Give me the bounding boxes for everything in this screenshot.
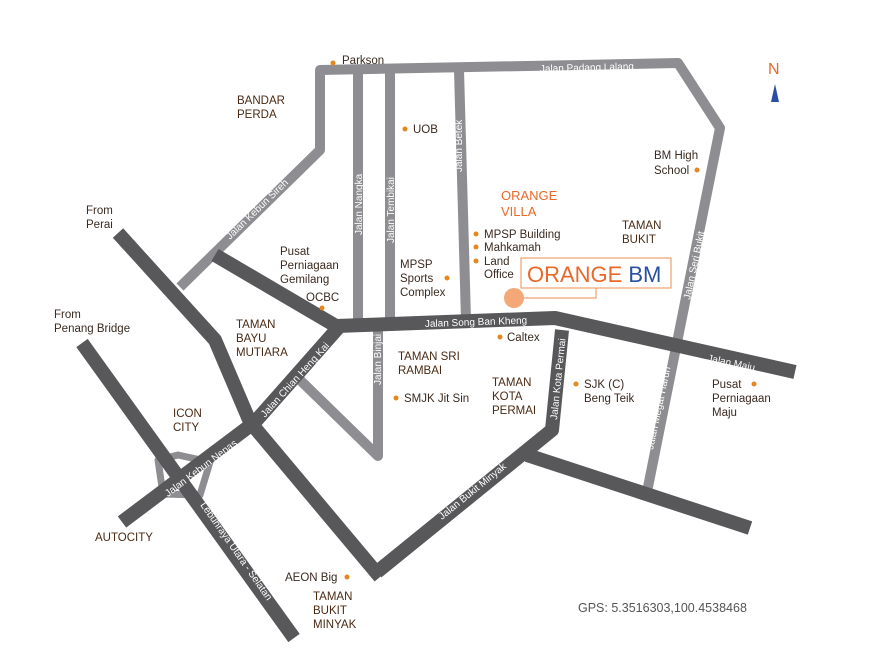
place-uob: UOB (413, 124, 438, 136)
road-label: Jalan Kebun Sireh (224, 177, 290, 242)
place-mahkamah: Mahkamah (484, 242, 541, 254)
gps-coordinates: GPS: 5.3516303,100.4538468 (578, 601, 747, 615)
road-kebun-nenas (117, 323, 344, 528)
road-label: Jalan Bukit Minyak (437, 461, 509, 523)
north-compass: N (768, 61, 780, 102)
road-binjai-lintang (296, 326, 383, 461)
place-sjk-beng-teik: SJK (C)Beng Teik (584, 379, 635, 405)
road-east (524, 448, 753, 535)
road-betek (454, 69, 471, 321)
road-label: Jalan Song Ban Kheng (425, 315, 528, 330)
road-label: Jalan Seri Bukit (682, 230, 707, 300)
place-aeon-big: AEON Big (285, 572, 337, 584)
major-roads (76, 228, 797, 643)
road-label: Jalan Nangka (354, 173, 365, 235)
road-song-ban-kheng (211, 248, 797, 379)
place-smjk-jit-sin: SMJK Jit Sin (404, 393, 469, 405)
road-label: Lintang Bayu Mutiara (303, 369, 376, 440)
road-label: Lebuhraya Utara - Selatan (198, 500, 274, 602)
road-kebun-sireh (176, 58, 725, 493)
compass-label: N (768, 61, 780, 78)
road-from-perai (112, 228, 386, 582)
road-label: Jalan Betek (454, 119, 465, 172)
place-ocbc: OCBC (306, 292, 339, 304)
road-label: Jalan Binjai (373, 334, 384, 385)
north-arrow-icon (771, 84, 779, 102)
place-mpsp-building: MPSP Building (484, 229, 561, 241)
road-label: Jalan Padang Lalang (540, 62, 634, 75)
place-parkson: Parkson (342, 55, 384, 67)
road-label: Jalan Tembikai (386, 177, 397, 243)
road-lebuhraya (76, 338, 300, 643)
place-caltex: Caltex (507, 332, 540, 344)
area-autocity: AUTOCITY (95, 532, 153, 544)
road-bukit-minyak (372, 329, 569, 578)
minor-roads (154, 58, 725, 499)
